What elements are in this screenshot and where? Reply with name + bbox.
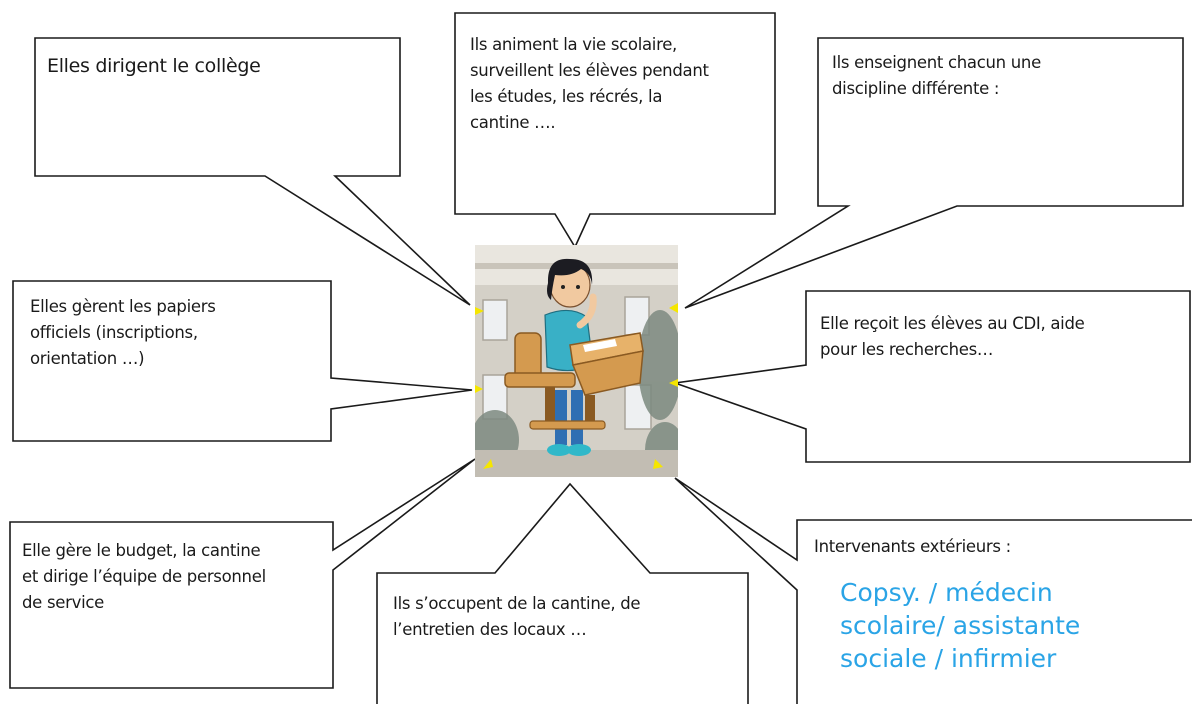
bubble-intendance [9,458,476,689]
text-vie-scolaire: Ils animent la vie scolaire, surveillent… [470,35,709,132]
text-exterieurs-list: Copsy. / médecin scolaire/ assistante so… [840,578,1081,673]
bubble-secretariat [12,280,473,442]
text-direction: Elles dirigent le collège [47,55,261,77]
student-illustration [475,245,678,477]
text-intendance: Elle gère le budget, la cantine et dirig… [22,541,266,612]
bubble-agents [376,482,749,704]
text-secretariat: Elles gèrent les papiers officiels (insc… [30,297,216,368]
bubble-exterieurs [674,477,1192,704]
text-agents: Ils s’occupent de la cantine, de l’entre… [393,594,641,639]
bubble-vie-scolaire [454,12,776,249]
bubble-direction [34,37,471,306]
bubble-documentaliste [674,290,1191,463]
bubble-professeurs [684,37,1184,309]
text-exterieurs-label: Intervenants extérieurs : [814,537,1011,556]
text-documentaliste: Elle reçoit les élèves au CDI, aide pour… [820,314,1085,359]
text-professeurs: Ils enseignent chacun une discipline dif… [832,53,1041,98]
